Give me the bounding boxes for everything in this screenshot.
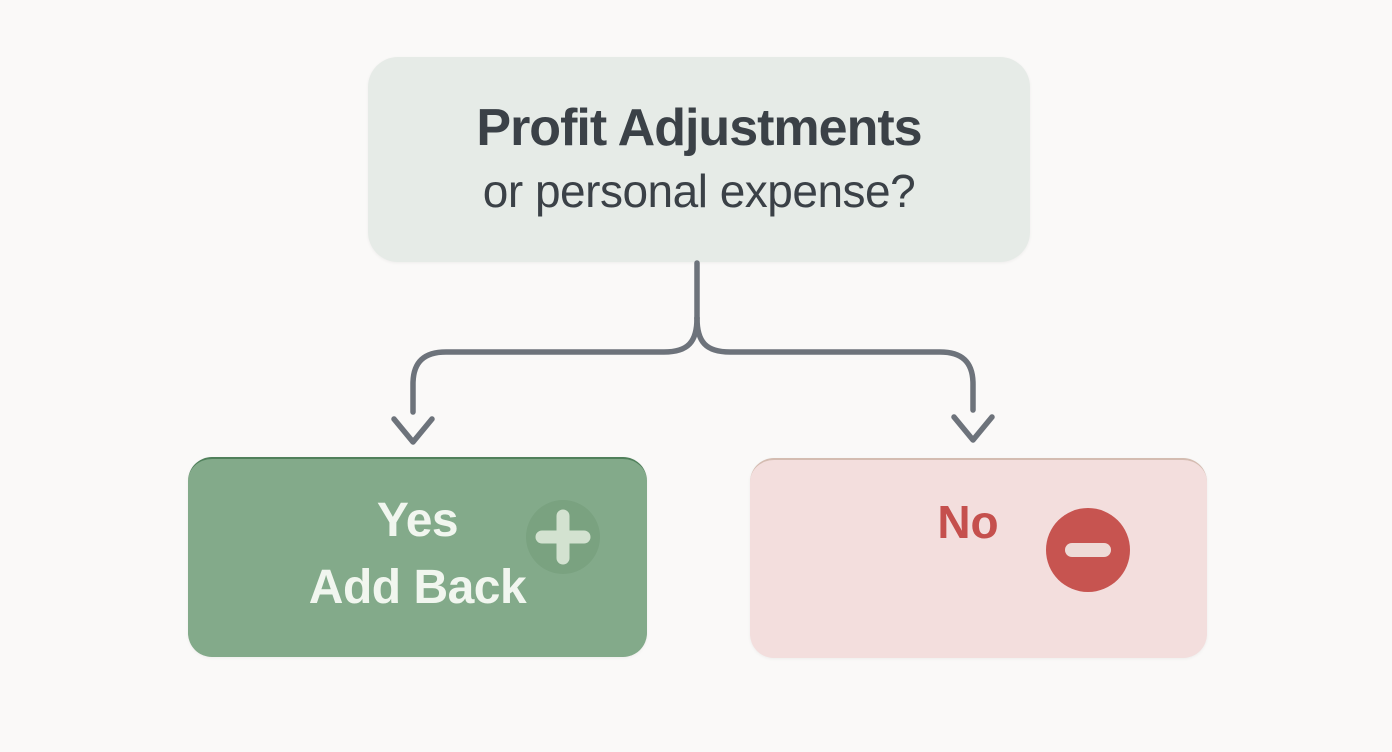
minus-icon bbox=[1046, 508, 1130, 592]
decision-node: Profit Adjustments or personal expense? bbox=[368, 57, 1030, 262]
yes-branch-node: Yes Add Back bbox=[188, 457, 647, 657]
arrowhead-right-icon bbox=[951, 414, 995, 443]
plus-icon bbox=[526, 500, 600, 574]
connector-left-branch bbox=[410, 315, 700, 415]
arrowhead-left-icon bbox=[391, 416, 435, 445]
no-branch-node: No bbox=[750, 458, 1207, 658]
add-back-label: Add Back bbox=[308, 561, 527, 614]
decision-subtitle: or personal expense? bbox=[482, 164, 916, 217]
connector-right-branch bbox=[694, 315, 976, 413]
yes-branch-label: Yes Add Back bbox=[188, 487, 647, 621]
no-label: No bbox=[937, 496, 999, 548]
decision-title: Profit Adjustments bbox=[476, 98, 922, 157]
yes-label: Yes bbox=[376, 494, 459, 547]
